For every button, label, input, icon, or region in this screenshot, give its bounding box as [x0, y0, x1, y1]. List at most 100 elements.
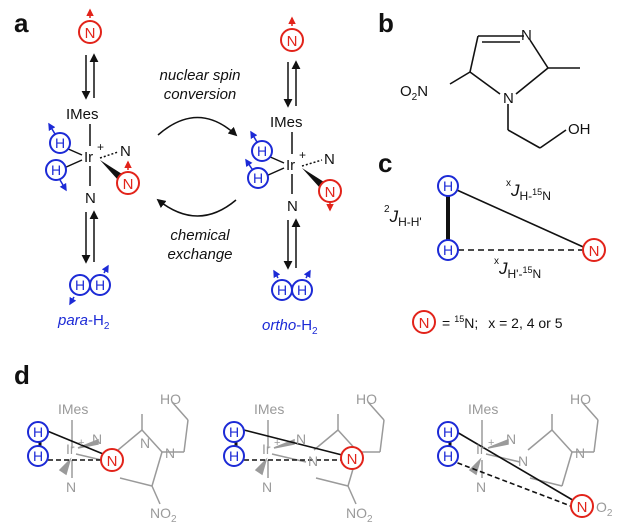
coupling-h-bottom: H — [437, 239, 459, 261]
free-15n-left: N — [78, 8, 102, 44]
svg-text:H: H — [229, 448, 239, 464]
svg-text:N: N — [324, 151, 335, 168]
svg-text:+: + — [299, 148, 306, 162]
panel-a-label: a — [14, 8, 29, 38]
coupling-15n: N — [582, 238, 606, 262]
svg-text:H: H — [443, 242, 453, 258]
svg-text:H: H — [75, 277, 85, 293]
svg-text:N: N — [589, 243, 600, 260]
legend-text: =15N;x = 2, 4 or 5 — [442, 314, 563, 331]
panel-d-structure-2: H H N IMes Ir + N N N HO NO2 — [223, 391, 385, 525]
svg-text:N: N — [92, 431, 102, 447]
svg-text:N: N — [325, 184, 336, 201]
svg-text:+: + — [274, 437, 280, 449]
svg-text:+: + — [97, 140, 104, 154]
hydride-right-1: H — [250, 130, 273, 162]
metronidazole-structure — [449, 35, 580, 149]
svg-text:N: N — [506, 431, 516, 447]
svg-text:H: H — [55, 135, 65, 151]
svg-text:N: N — [287, 33, 298, 50]
svg-text:H: H — [229, 424, 239, 440]
panel-b-label: b — [378, 8, 394, 38]
svg-text:N: N — [575, 445, 585, 461]
svg-text:HO: HO — [356, 391, 377, 407]
imes-label-left: IMes — [66, 106, 99, 123]
nuclear-spin-label-2: conversion — [164, 86, 237, 103]
svg-text:N: N — [476, 479, 486, 495]
svg-text:H: H — [443, 424, 453, 440]
svg-text:H: H — [443, 448, 453, 464]
svg-text:H: H — [51, 162, 61, 178]
svg-text:N: N — [123, 176, 134, 193]
equilibrium-arrows-right-bottom — [283, 218, 301, 270]
svg-text:O2: O2 — [596, 499, 613, 519]
svg-text:Ir: Ir — [84, 149, 93, 166]
svg-text:Ir: Ir — [286, 157, 295, 174]
svg-text:N: N — [296, 431, 306, 447]
free-15n-right: N — [280, 16, 304, 52]
svg-text:+: + — [488, 437, 494, 449]
bound-15n-left: N — [116, 160, 140, 195]
svg-text:N: N — [518, 453, 528, 469]
ir-complex-left: Ir + N N — [63, 124, 131, 207]
chemical-exchange-label-1: chemical — [170, 227, 230, 244]
svg-text:Ir: Ir — [262, 441, 271, 457]
para-h2-label: para-H2 — [57, 312, 110, 332]
svg-text:Ir: Ir — [66, 441, 75, 457]
imes-label-right: IMes — [270, 114, 303, 131]
svg-text:N: N — [419, 315, 430, 332]
hydroxyl-label: OH — [568, 121, 591, 138]
svg-text:N: N — [262, 479, 272, 495]
svg-text:IMes: IMes — [468, 401, 498, 417]
ortho-h2-label: ortho-H2 — [262, 317, 318, 337]
panel-c-label: c — [378, 148, 392, 178]
spin-conversion-arrow — [157, 116, 238, 137]
equilibrium-arrows-right-top — [283, 60, 301, 108]
svg-text:N: N — [85, 190, 96, 207]
svg-text:H: H — [443, 178, 453, 194]
para-h2-molecule: H H — [69, 264, 111, 306]
j-hh-label: 2JH-H' — [384, 204, 422, 229]
svg-text:HO: HO — [160, 391, 181, 407]
svg-text:Ir: Ir — [476, 441, 485, 457]
svg-text:N: N — [347, 451, 358, 468]
svg-text:H: H — [95, 277, 105, 293]
svg-text:H: H — [253, 170, 263, 186]
equilibrium-arrows-left-bottom — [81, 210, 99, 264]
chemical-exchange-label-2: exchange — [167, 246, 232, 263]
hydride-right-2: H — [245, 158, 269, 189]
hydride-left-2: H — [45, 159, 67, 192]
svg-text:N: N — [287, 198, 298, 215]
svg-text:H: H — [257, 143, 267, 159]
panel-d-structure-1: H H N IMes Ir + N N N N HO NO2 — [27, 391, 189, 525]
panel-d-label: d — [14, 360, 30, 390]
svg-text:NO2: NO2 — [150, 505, 177, 525]
svg-text:H: H — [33, 448, 43, 464]
svg-text:N: N — [577, 499, 588, 516]
svg-text:N: N — [308, 453, 318, 469]
svg-text:N: N — [120, 143, 131, 160]
nitro-label: O2N — [400, 83, 428, 103]
equilibrium-arrows-left-top — [81, 53, 99, 100]
svg-text:N: N — [85, 25, 96, 42]
svg-text:N: N — [165, 445, 175, 461]
svg-text:H: H — [277, 282, 287, 298]
ortho-h2-molecule: H H — [271, 269, 313, 301]
svg-text:IMes: IMes — [254, 401, 284, 417]
j-hpn-label: xJH'-15N — [494, 256, 541, 281]
panel-d-structure-3: H H N O2 IMes Ir + N N N N HO — [437, 391, 613, 519]
svg-text:H: H — [297, 282, 307, 298]
svg-text:N: N — [140, 435, 150, 451]
legend-15n: N — [412, 310, 436, 334]
nuclear-spin-label-1: nuclear spin — [160, 67, 241, 84]
svg-text:HO: HO — [570, 391, 591, 407]
imidazole-n3: N — [521, 27, 532, 44]
svg-text:NO2: NO2 — [346, 505, 373, 525]
bound-15n-right: N — [318, 179, 342, 212]
svg-text:N: N — [107, 453, 118, 470]
j-hn-label: xJH-15N — [506, 178, 551, 203]
svg-text:H: H — [33, 424, 43, 440]
svg-text:N: N — [66, 479, 76, 495]
hydride-left-1: H — [48, 122, 71, 154]
